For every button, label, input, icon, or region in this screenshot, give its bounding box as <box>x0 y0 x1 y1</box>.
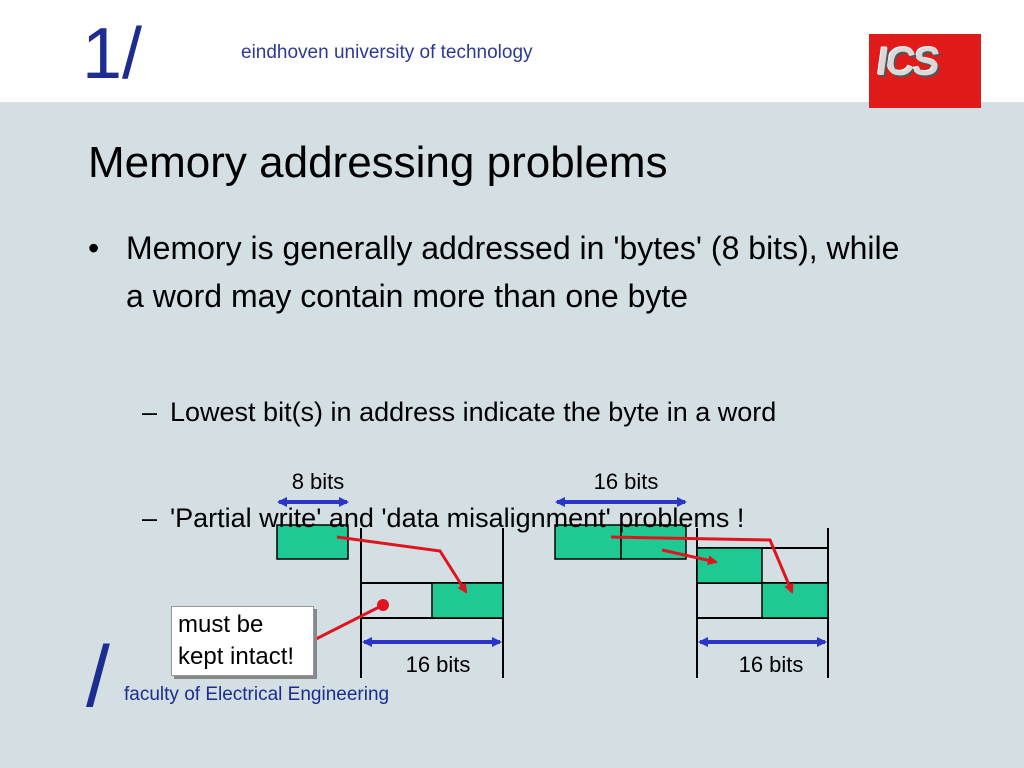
right-memory-cell-lower <box>761 582 829 619</box>
bullet-text: Memory is generally addressed in 'bytes'… <box>126 230 900 314</box>
slide-title: Memory addressing problems <box>88 138 668 187</box>
right-word-byte-1 <box>620 524 687 560</box>
note-line-2: kept intact! <box>178 643 295 670</box>
university-name: eindhoven university of technology <box>241 42 533 63</box>
note-pointer-dot <box>377 599 389 611</box>
right-word-byte-0 <box>554 524 622 560</box>
right-bottom-label: 16 bits <box>739 652 804 677</box>
ics-logo: ICS <box>869 34 981 108</box>
right-misaligned-arrow-lower <box>661 548 718 566</box>
intact-note-callout: must be kept intact! <box>171 606 314 676</box>
left-memory-cell <box>431 582 504 619</box>
right-top-label: 16 bits <box>594 469 659 494</box>
sub-item-text: Lowest bit(s) in address indicate the by… <box>170 397 777 427</box>
sub-marker: – <box>142 397 158 427</box>
left-top-label: 8 bits <box>292 469 345 494</box>
faculty-slash-logo: / <box>86 629 110 725</box>
sub-item-text: 'Partial write' and 'data misalignment' … <box>170 503 745 533</box>
slide-header: 1/ eindhoven university of technology IC… <box>0 0 1024 108</box>
left-bottom-label: 16 bits <box>406 652 471 677</box>
right-memory-cell-upper <box>696 547 763 584</box>
left-write-arrow <box>336 535 468 594</box>
note-pointer-line <box>313 603 384 642</box>
left-byte-cell <box>276 524 349 560</box>
faculty-name: faculty of Electrical Engineering <box>124 684 390 705</box>
tue-logo: 1/ <box>82 14 143 94</box>
sub-marker: – <box>142 503 158 533</box>
note-line-1: must be <box>178 611 264 638</box>
right-misaligned-arrow-upper <box>610 535 794 594</box>
bullet-marker: • <box>88 230 100 266</box>
